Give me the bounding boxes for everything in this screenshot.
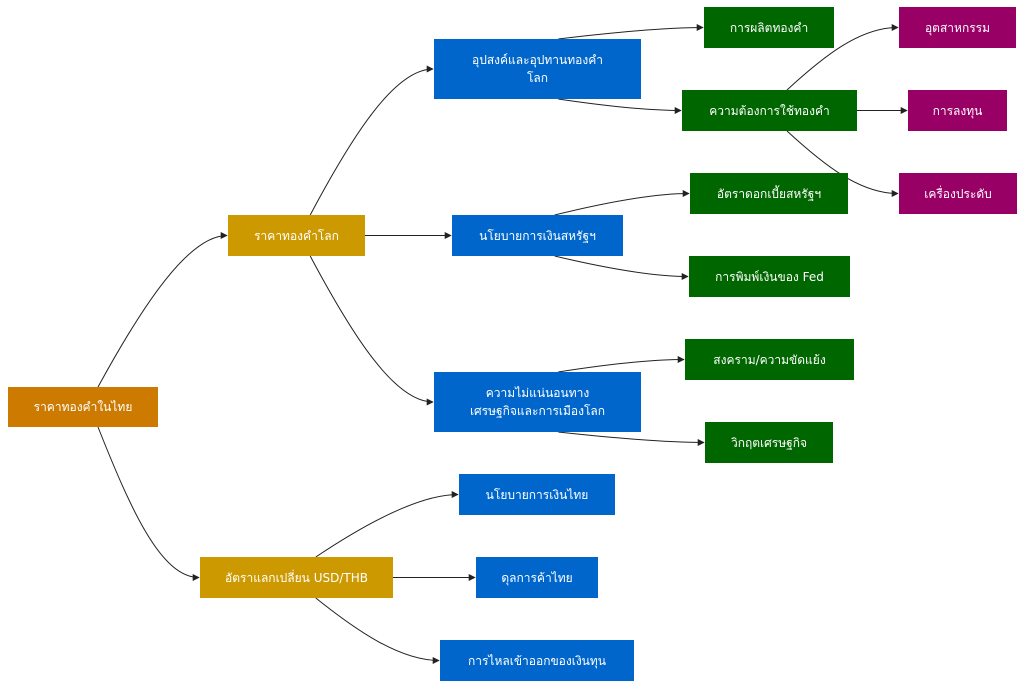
edge-supply-to-demand (558, 98, 682, 114)
node-war-conflict[interactable]: สงคราม/ความขัดแย้ง (685, 339, 854, 380)
edge-root-to-fx (97, 426, 200, 581)
edge-demand-to-ind (786, 24, 899, 91)
node-global-uncertainty[interactable]: ความไม่แน่นอนทาง เศรษฐกิจและการเมืองโลก (434, 372, 641, 432)
node-economic-crisis[interactable]: วิกฤตเศรษฐกิจ (705, 422, 833, 463)
node-investment[interactable]: การลงทุน (908, 90, 1007, 131)
node-gold-production[interactable]: การผลิตทองคำ (704, 7, 834, 48)
edge-uncert-to-war (558, 356, 685, 373)
node-us-interest-rate[interactable]: อัตราดอกเบี้ยสหรัฐฯ (690, 173, 848, 214)
node-world-gold-price[interactable]: ราคาทองคำโลก (228, 215, 365, 256)
node-fed-money-printing[interactable]: การพิมพ์เงินของ Fed (689, 256, 850, 297)
node-industry[interactable]: อุตสาหกรรม (899, 7, 1016, 48)
edge-fx-to-thmon (315, 491, 459, 558)
edge-usmon-to-print (554, 255, 689, 280)
edge-supply-to-prod (558, 24, 704, 40)
node-thai-monetary-policy[interactable]: นโยบายการเงินไทย (459, 474, 615, 515)
node-jewelry[interactable]: เครื่องประดับ (899, 173, 1017, 214)
edge-uncert-to-crisis (558, 431, 705, 446)
edge-usmon-to-rate (554, 190, 690, 216)
node-thai-trade-balance[interactable]: ดุลการค้าไทย (476, 557, 598, 598)
node-gold-supply-demand[interactable]: อุปสงค์และอุปทานทองคำ โลก (434, 39, 641, 99)
node-gold-usage-demand[interactable]: ความต้องการใช้ทองคำ (682, 90, 857, 131)
node-usd-thb-exchange-rate[interactable]: อัตราแลกเปลี่ยน USD/THB (200, 557, 393, 598)
node-thai-gold-price[interactable]: ราคาทองคำในไทย (8, 387, 158, 427)
edge-world-to-uncert (309, 255, 434, 406)
node-us-monetary-policy[interactable]: นโยบายการเงินสหรัฐฯ (452, 215, 623, 256)
edge-world-to-supply (309, 65, 434, 216)
edge-root-to-world (97, 232, 228, 388)
node-capital-flows[interactable]: การไหลเข้าออกของเงินทุน (440, 640, 634, 681)
edge-fx-to-flow (315, 597, 440, 664)
